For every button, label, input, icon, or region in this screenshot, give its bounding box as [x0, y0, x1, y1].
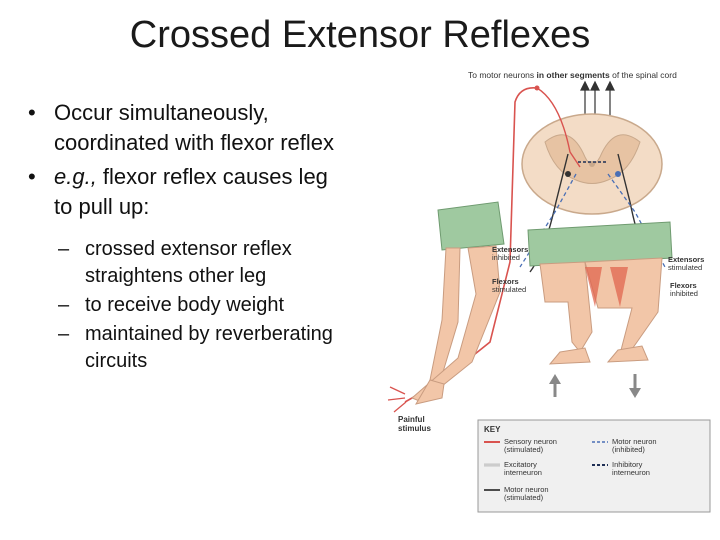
- sub-bullet-text: crossed extensor reflex straightens othe…: [85, 238, 292, 287]
- bullet-dot: •: [28, 162, 36, 192]
- sub-bullet-text: to receive body weight: [85, 294, 284, 316]
- sub-bullet-dash: –: [58, 236, 69, 263]
- key-title: KEY: [484, 425, 501, 434]
- bullet-list: • Occur simultaneously, coordinated with…: [28, 98, 343, 375]
- bullet-item: • e.g., flexor reflex causes leg to pull…: [28, 162, 343, 222]
- sub-bullet-list: – crossed extensor reflex straightens ot…: [28, 236, 343, 375]
- bullet-dot: •: [28, 98, 36, 128]
- bullet-item: • Occur simultaneously, coordinated with…: [28, 98, 343, 158]
- sub-bullet-item: – maintained by reverberating circuits: [28, 321, 343, 375]
- bullet-italic-prefix: e.g.,: [54, 164, 97, 189]
- sub-bullet-text: maintained by reverberating circuits: [85, 323, 333, 372]
- sub-bullet-dash: –: [58, 321, 69, 348]
- top-label: To motor neurons in other segments of th…: [468, 70, 677, 80]
- motion-arrows: [549, 374, 641, 398]
- right-leg: [528, 222, 672, 364]
- reflex-diagram-svg: To motor neurons in other segments of th…: [380, 62, 720, 522]
- sub-bullet-item: – crossed extensor reflex straightens ot…: [28, 236, 343, 290]
- sub-bullet-item: – to receive body weight: [28, 292, 343, 319]
- key-motor-neuron-stimulated: Motor neuron(stimulated): [504, 485, 549, 502]
- bullet-text: Occur simultaneously, coordinated with f…: [54, 100, 334, 155]
- spinal-cord: [522, 114, 662, 214]
- sub-bullet-dash: –: [58, 292, 69, 319]
- left-leg: [412, 202, 504, 404]
- slide-title: Crossed Extensor Reflexes: [0, 10, 720, 60]
- key-box: KEY Sensory neuron(stimulated) Motor neu…: [478, 420, 710, 512]
- reflex-illustration: To motor neurons in other segments of th…: [380, 62, 720, 522]
- painful-stimulus-icon: [388, 387, 406, 412]
